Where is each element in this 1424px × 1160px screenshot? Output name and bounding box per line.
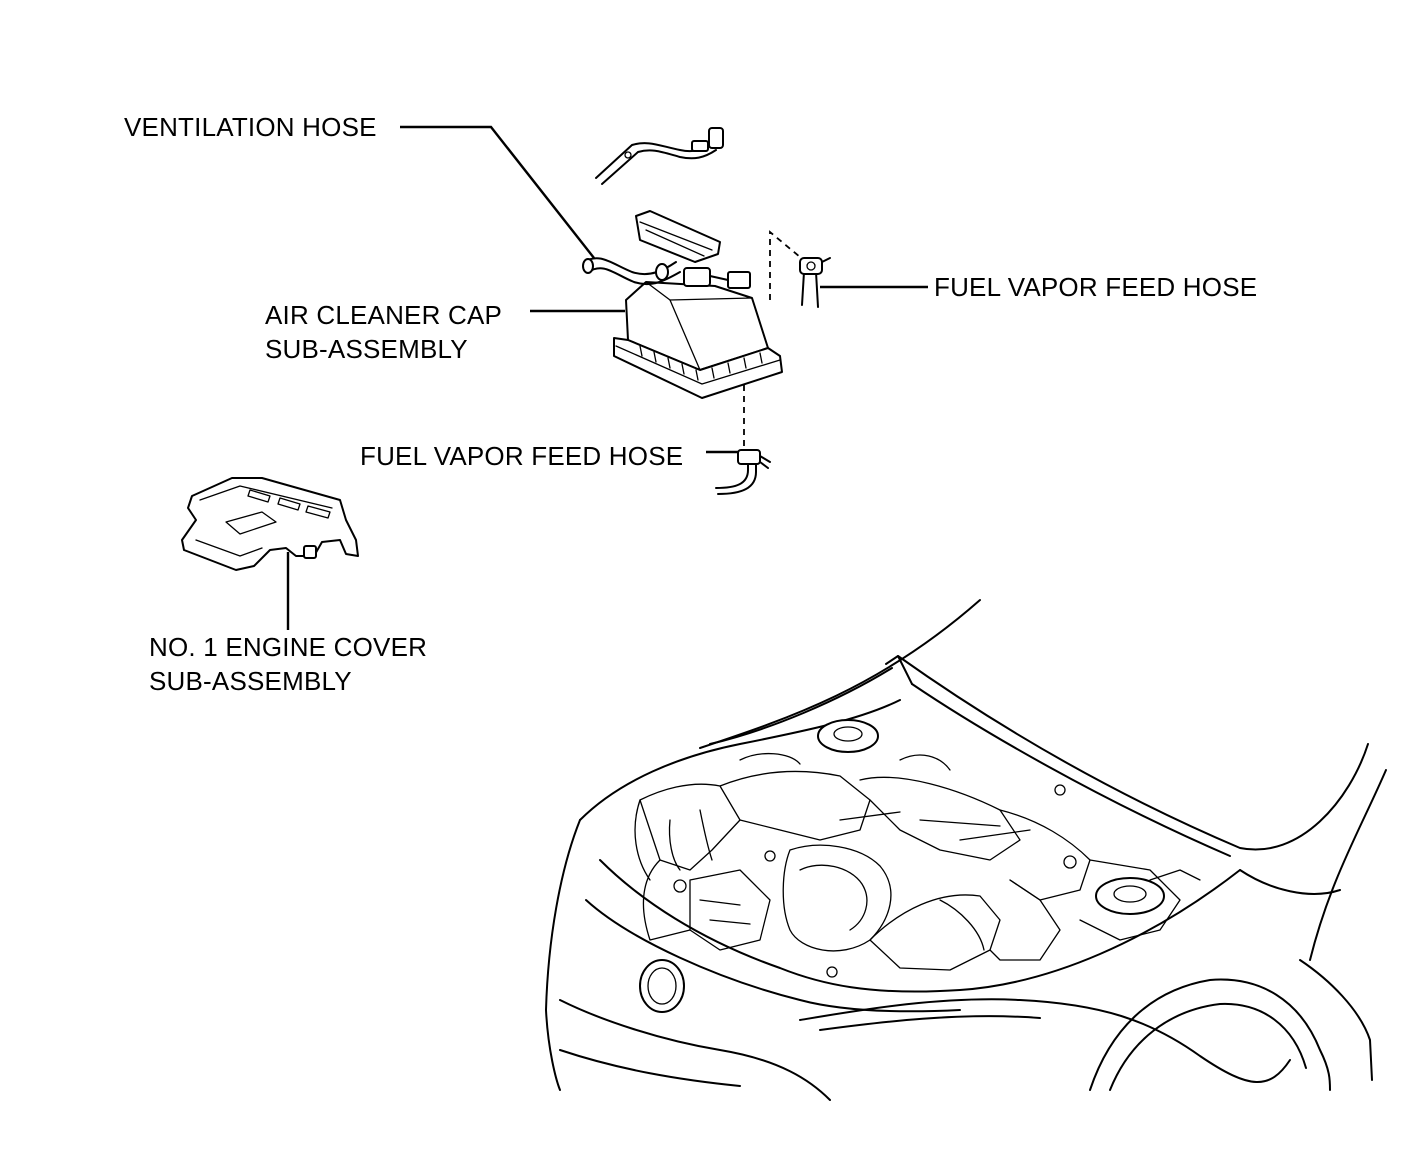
engine-cover-icon (181, 477, 359, 571)
label-ventilation-hose: VENTILATION HOSE (124, 112, 377, 142)
label-engine-cover-line1: NO. 1 ENGINE COVER (149, 632, 428, 662)
vehicle-engine-bay-icon (545, 599, 1387, 1101)
leader-lines (286, 125, 928, 630)
leader-ventilation-hose (400, 125, 595, 259)
wire-harness-icon (595, 127, 724, 185)
fuel-vapor-hose-upper-icon (799, 257, 831, 308)
label-air-cleaner-cap-line1: AIR CLEANER CAP (265, 300, 503, 330)
label-engine-cover-line2: SUB-ASSEMBLY (149, 666, 352, 696)
alignment-dashes (743, 230, 807, 447)
label-fuel-vapor-feed-hose-lower: FUEL VAPOR FEED HOSE (360, 441, 684, 471)
fuel-vapor-hose-lower-icon (715, 449, 771, 495)
label-air-cleaner-cap-line2: SUB-ASSEMBLY (265, 334, 468, 364)
air-cleaner-cap-icon (582, 210, 783, 399)
label-fuel-vapor-feed-hose-upper: FUEL VAPOR FEED HOSE (934, 272, 1258, 302)
